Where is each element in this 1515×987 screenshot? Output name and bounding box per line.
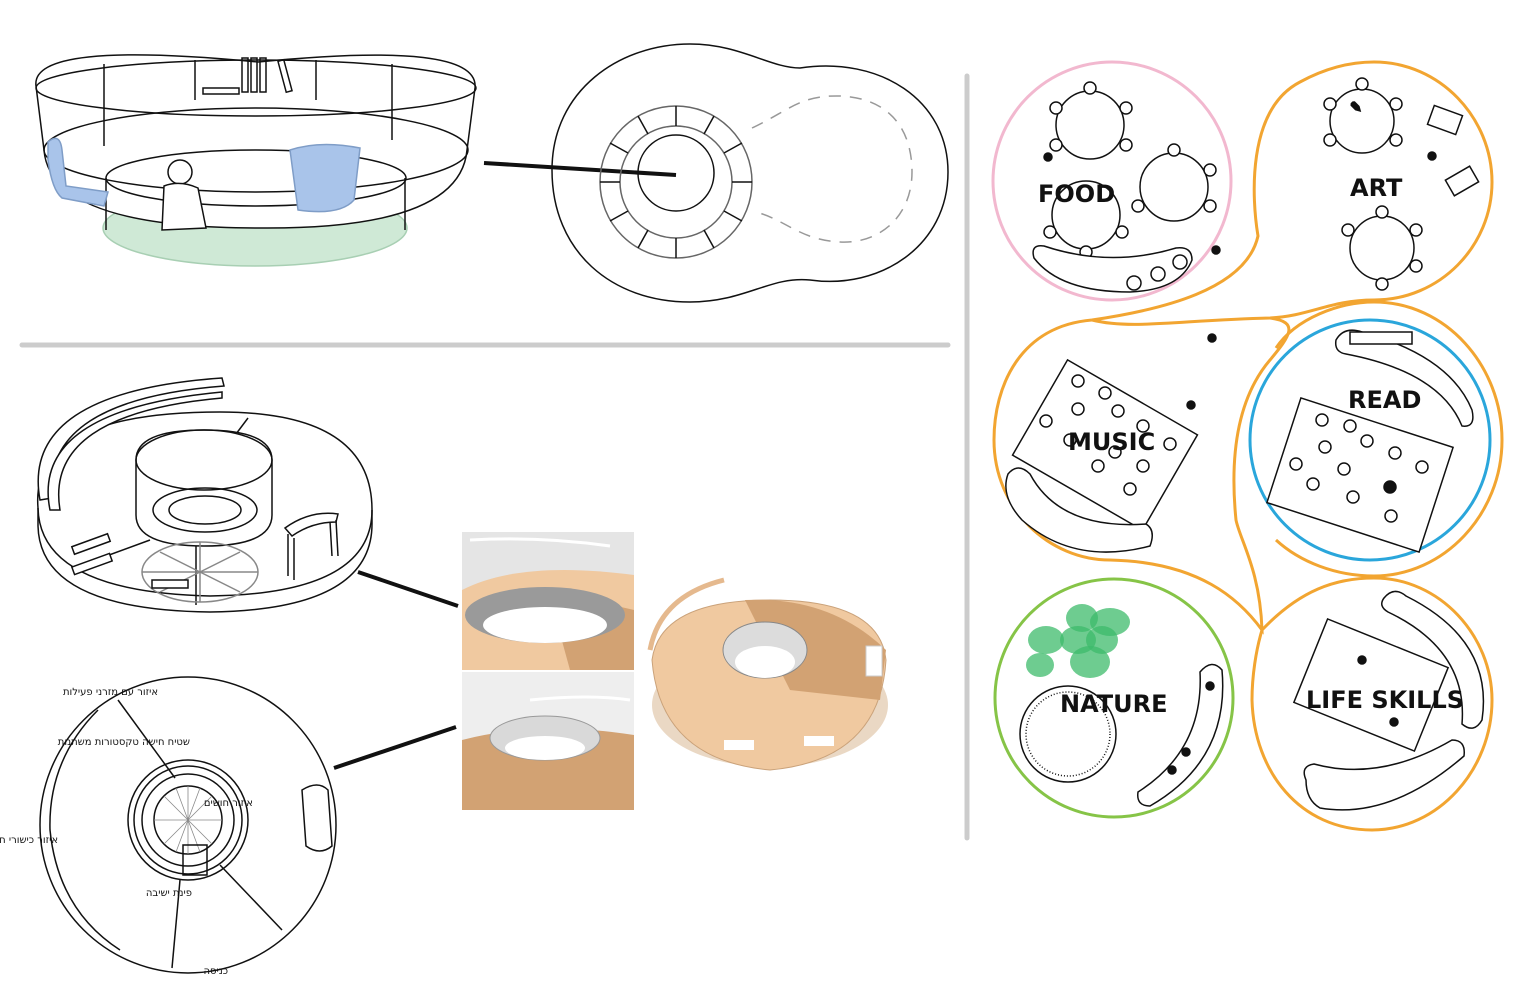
zone-life-skills-outline <box>1250 576 1494 832</box>
floor-plan-labels: איזור עם מזרני פעילות שטיח חישה טקסטורות… <box>0 687 253 977</box>
music-furniture <box>1005 333 1217 553</box>
zone-music-outline <box>992 316 1291 635</box>
life-skills-bench-bottom <box>1303 739 1465 811</box>
zone-nature-outline <box>993 577 1235 819</box>
render-bottom <box>462 672 634 810</box>
nature-curved-bench <box>1137 663 1224 807</box>
music-dot-mat <box>1011 358 1199 532</box>
zone-art-outline <box>1091 60 1494 326</box>
food-furniture <box>1032 81 1221 293</box>
sketch-blue-chair-right <box>289 143 361 213</box>
peanut-plan <box>551 43 949 303</box>
connector-sketch-to-plan <box>483 161 677 177</box>
zone-read-outer <box>1274 300 1504 578</box>
floor-plan <box>39 676 337 974</box>
floor-plan-side-bench <box>301 784 333 852</box>
food-table-2 <box>1139 152 1209 222</box>
nature-furniture <box>1019 604 1224 807</box>
read-dots <box>1289 413 1429 523</box>
label-seating-corner: פינת ישיבה <box>146 888 192 899</box>
isometric-model <box>36 377 373 613</box>
iso-curved-bench-bottom <box>47 391 223 511</box>
art-furniture: ✎ <box>1323 77 1480 291</box>
perspective-sketch <box>35 54 477 267</box>
iso-step-1 <box>70 532 112 556</box>
sketch-blue-chair-left <box>47 137 109 207</box>
zone-title-food: FOOD <box>1038 180 1115 208</box>
connector-model-to-render <box>357 570 459 608</box>
life-skills-bench-top <box>1381 590 1485 729</box>
label-entrance: כניסה <box>203 966 228 977</box>
music-curved-bench <box>1005 467 1153 553</box>
zone-outlines <box>991 60 1504 832</box>
art-table-2 <box>1341 205 1423 291</box>
label-activity-zone: איזור עם מזרני פעילות <box>63 687 158 698</box>
floor-plan-ring-outer <box>127 759 249 881</box>
art-easel-2 <box>1444 165 1480 197</box>
sketch-outer-rim <box>35 54 476 229</box>
label-texture-area: שטיח חישה טקסטורות משתנות <box>58 737 190 748</box>
plan-dashed-lobe <box>751 95 913 243</box>
zone-title-art: ART <box>1350 174 1403 202</box>
read-dot-mat <box>1265 397 1455 553</box>
nature-plants <box>1026 604 1130 678</box>
render-top <box>462 532 634 670</box>
zone-food-outline <box>991 60 1233 302</box>
music-dots <box>1039 374 1177 496</box>
food-curved-bench <box>1032 245 1193 293</box>
peanut-outline <box>551 43 949 303</box>
zone-title-nature: NATURE <box>1060 690 1168 718</box>
zone-read-outline <box>1248 318 1492 562</box>
zone-title-life-skills: LIFE SKILLS <box>1306 686 1464 714</box>
art-easel-1 <box>1426 104 1464 136</box>
art-table-1 <box>1323 77 1403 154</box>
floor-plan-outer <box>39 676 337 974</box>
zone-title-music: MUSIC <box>1068 428 1155 456</box>
life-skills-furniture <box>1292 590 1485 811</box>
render-large <box>638 532 930 810</box>
sketch-seated-child <box>161 159 207 231</box>
connector-plan-to-render <box>333 725 457 770</box>
life-skills-table <box>1292 617 1450 753</box>
read-book-row <box>1349 331 1413 345</box>
plan-center-pit <box>637 134 715 212</box>
zone-title-read: READ <box>1348 386 1421 414</box>
read-furniture <box>1265 329 1474 553</box>
label-life-skills-zone: איזור כישורי חיים <box>0 835 58 846</box>
food-table-1 <box>1055 90 1125 160</box>
art-palette-icon: ✎ <box>1350 100 1362 116</box>
label-sensory-zone: איזור חושים <box>204 798 253 809</box>
sketch-bookshelf <box>202 57 293 95</box>
food-chairs <box>1043 81 1217 259</box>
iso-step-2 <box>70 552 114 576</box>
nature-sand-pit-inner <box>1025 691 1111 777</box>
